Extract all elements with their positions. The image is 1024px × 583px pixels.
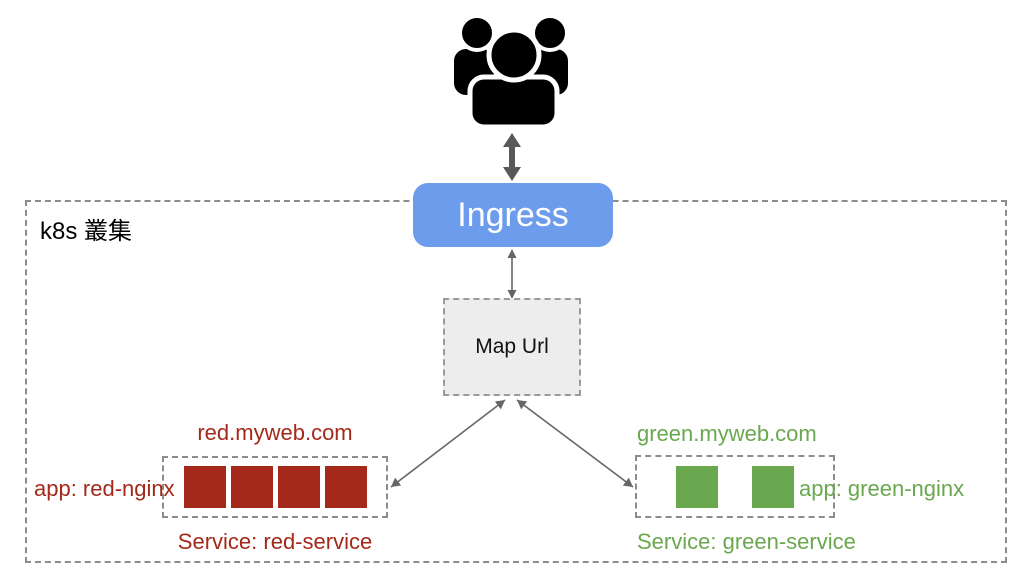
red-service-label: Service: red-service [177, 529, 373, 554]
green-domain-label: green.myweb.com [637, 421, 817, 446]
pod-square [230, 466, 273, 508]
ingress-node: Ingress [413, 183, 613, 247]
map-url-node: Map Url [443, 298, 581, 396]
green-app-label: app: green-nginx [799, 476, 965, 501]
arrow-ingress-mapurl [507, 249, 517, 299]
pod-square [324, 466, 367, 508]
arrow-users-ingress [503, 133, 521, 181]
pod-square [752, 465, 794, 508]
ingress-label: Ingress [457, 195, 569, 234]
pod-square [277, 466, 320, 508]
arrow-mapurl-to-green-service [516, 399, 634, 488]
map-url-label: Map Url [475, 335, 549, 358]
users-group-icon [452, 14, 570, 130]
red-domain-label: red.myweb.com [197, 420, 353, 445]
green-pod-box [635, 455, 835, 518]
red-pod-box [162, 456, 388, 518]
arrow-mapurl-to-red-service [390, 399, 506, 488]
red-app-label: app: red-nginx [34, 476, 175, 501]
green-service-label: Service: green-service [637, 529, 856, 554]
pod-square [676, 465, 718, 508]
pod-square [183, 466, 226, 508]
cluster-label: k8s 叢集 [40, 218, 133, 245]
